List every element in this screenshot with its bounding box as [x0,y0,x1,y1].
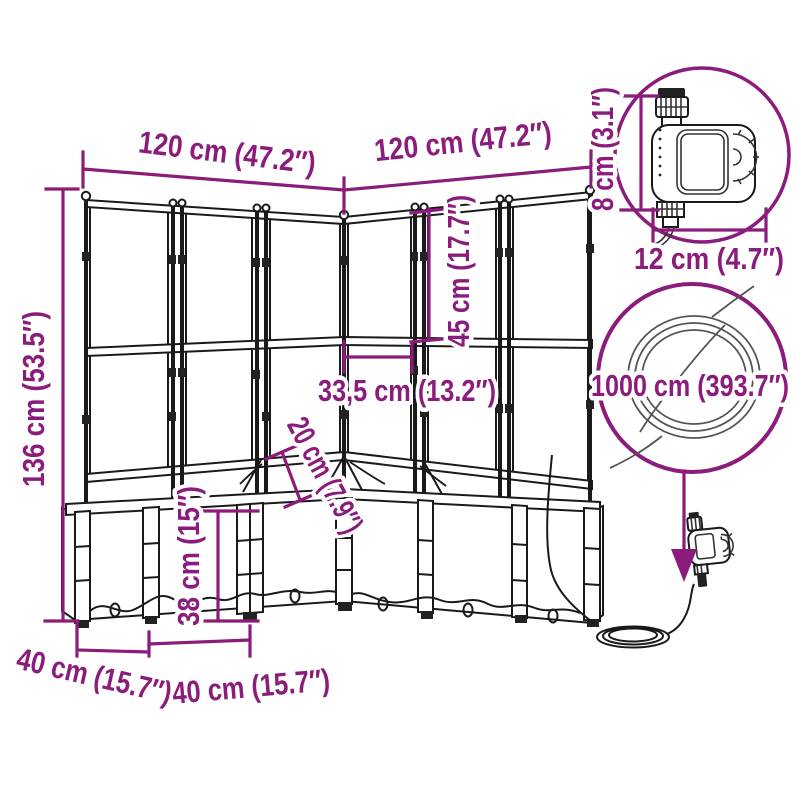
planter-height-label: 38 cm (15″) [171,486,206,626]
total-height-label: 136 cm (53.5″) [16,311,51,487]
planter-boxes [61,487,604,628]
post-clamps [82,244,594,424]
panel-width-label: 33,5 cm (13.2″) [318,373,496,408]
water-timer-small [686,511,735,588]
hose-coil-large [609,285,761,469]
planter-front-left-arm [74,495,345,622]
dimension-panel-width: 33,5 cm (13.2″) [314,340,501,413]
upper-trellis-label: 45 cm (17.7″) [441,195,476,347]
trellis-mid-rail [85,335,345,358]
down-arrow-icon [671,549,697,582]
hose-length-label: 1000 cm (393.7″) [591,368,789,403]
timer-dial [732,129,759,185]
water-timer-large [651,88,759,247]
trellis-panel [89,200,169,480]
dimension-width-left: 120 cm (47.2″) [81,120,346,192]
dimension-depth-left: 40 cm (15.7″) [9,619,180,715]
trellis-bottom-rail [343,450,593,491]
depth-front-label: 40 cm (15.7″) [171,662,331,711]
support-struts [239,455,447,495]
timer-buttons [658,128,662,177]
arrow-to-timer [671,469,697,582]
timer-detail-bubble: 8 cm (3.1″) 12 cm (4.7″) [581,66,791,281]
width-right-label: 120 cm (47.2″) [373,115,554,168]
dimension-total-height: 136 cm (53.5″) [12,187,80,623]
dimension-timer-height: 8 cm (3.1″) [581,83,660,216]
dimension-upper-trellis: 45 cm (17.7″) [409,191,481,352]
hose-detail-bubble: 1000 cm (393.7″) [587,282,794,474]
post-finials [80,184,596,221]
irrigation-hose [546,454,695,649]
dimension-depth-front: 40 cm (15.7″) [147,624,336,715]
timer-height-label: 8 cm (3.1″) [585,87,620,211]
trellis-panel [185,207,253,471]
trellis-posts [80,184,596,512]
hose-coil-ground [596,625,670,649]
trellis-top-rail [85,198,345,226]
dimension-planter-height: 38 cm (15″) [167,482,260,631]
timer-width-label: 12 cm (4.7″) [634,241,784,276]
dimension-timer-width: 12 cm (4.7″) [630,207,789,281]
width-left-label: 120 cm (47.2″) [137,124,318,180]
planter-pillars [74,497,601,625]
